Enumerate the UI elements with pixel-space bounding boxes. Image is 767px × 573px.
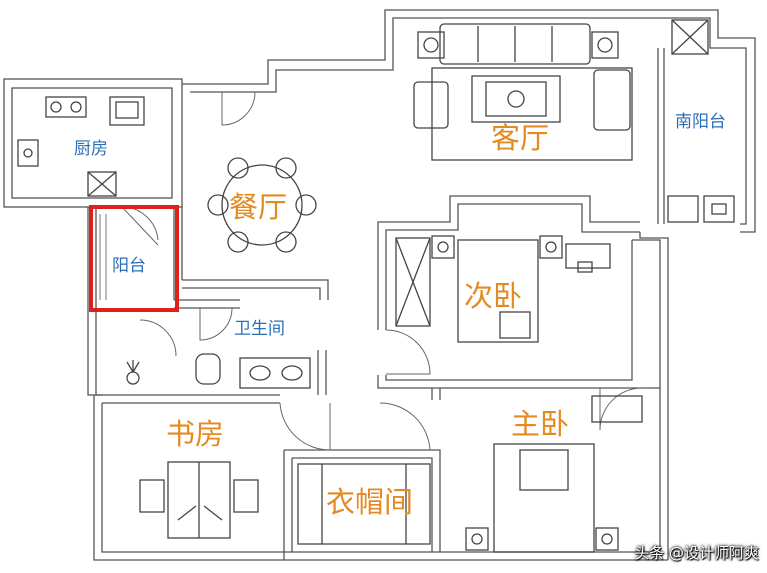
door-swings bbox=[121, 91, 643, 451]
interior-walls bbox=[94, 48, 665, 560]
watermark: 头条 @设计师阿爽 bbox=[634, 544, 759, 562]
dining-table bbox=[207, 157, 317, 253]
balcony-fixtures bbox=[126, 360, 140, 385]
room-label-second-bedroom: 次卧 bbox=[464, 279, 523, 313]
room-label-cloakroom: 衣帽间 bbox=[326, 485, 414, 519]
second-bedroom-furniture bbox=[395, 235, 611, 343]
room-label-study: 书房 bbox=[166, 417, 225, 451]
room-label-balcony: 阳台 bbox=[112, 256, 146, 276]
room-label-dining: 餐厅 bbox=[229, 190, 288, 224]
south-balcony-fixtures bbox=[667, 19, 735, 223]
balcony-window bbox=[99, 214, 107, 300]
room-label-south-balcony: 南阳台 bbox=[675, 112, 726, 132]
cloakroom-furniture bbox=[297, 463, 431, 545]
balcony-highlight-box bbox=[89, 205, 179, 312]
room-label-bathroom: 卫生间 bbox=[234, 319, 285, 339]
living-furniture bbox=[413, 23, 633, 161]
kitchen-furniture bbox=[17, 96, 145, 197]
room-label-kitchen: 厨房 bbox=[74, 139, 108, 159]
bathroom-fixtures bbox=[195, 353, 311, 389]
master-bedroom-furniture bbox=[465, 395, 643, 553]
outer-walls bbox=[3, 9, 756, 561]
room-label-living: 客厅 bbox=[491, 121, 550, 155]
room-label-master-bedroom: 主卧 bbox=[511, 407, 570, 441]
study-furniture bbox=[139, 461, 259, 539]
